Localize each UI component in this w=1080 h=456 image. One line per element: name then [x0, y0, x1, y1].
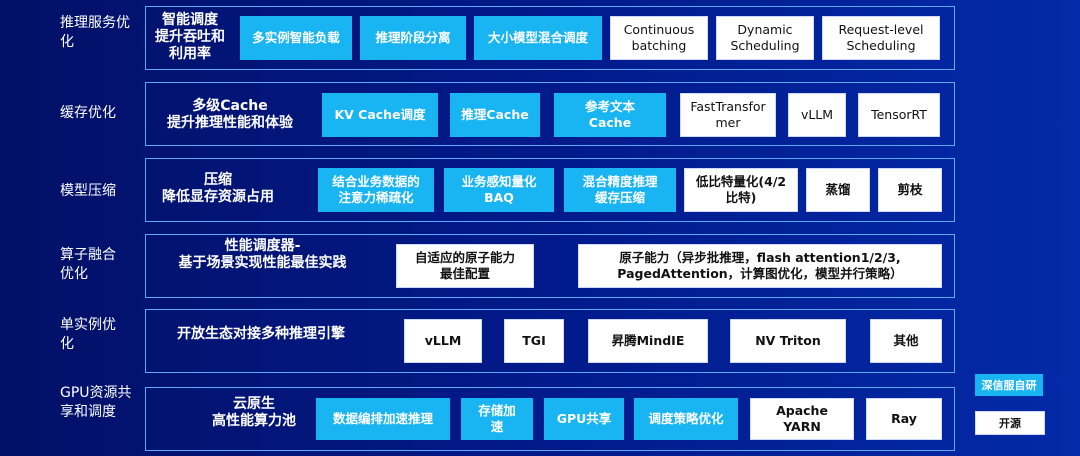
box-fasttransformer: FastTransfor mer — [680, 93, 776, 137]
row-title-gpu-sharing: 云原生 高性能算力池 — [212, 396, 296, 429]
box-tgi: TGI — [504, 319, 564, 363]
box-nv-triton: NV Triton — [730, 319, 846, 363]
row-label-single-instance: 单实例优 化 — [60, 317, 116, 352]
row-label-inference-service: 推理服务优化 — [60, 15, 130, 50]
row-label-gpu-sharing: GPU资源共 享和调度 — [60, 385, 132, 420]
box-kv-cache-scheduling: KV Cache调度 — [322, 93, 438, 137]
box-multi-instance-load: 多实例智能负载 — [240, 16, 352, 60]
box-reference-text-cache: 参考文本 Cache — [554, 93, 666, 137]
box-apache-yarn: Apache YARN — [750, 398, 854, 440]
box-scheduling-policy: 调度策略优化 — [634, 398, 738, 440]
box-storage-acceleration: 存储加 速 — [461, 398, 533, 440]
row-label-compression: 模型压缩 — [60, 183, 116, 199]
box-gpu-sharing: GPU共享 — [544, 398, 624, 440]
box-mixed-precision: 混合精度推理 缓存压缩 — [564, 168, 676, 212]
box-vllm-cache: vLLM — [788, 93, 846, 137]
legend-open-source: 开源 — [975, 411, 1045, 435]
box-request-level-scheduling: Request-level Scheduling — [822, 16, 940, 60]
box-inference-cache: 推理Cache — [450, 93, 540, 137]
box-data-orchestration: 数据编排加速推理 — [316, 398, 450, 440]
box-ray: Ray — [866, 398, 942, 440]
row-frame-inference-service — [145, 6, 955, 70]
row-title-inference-service: 智能调度 提升吞吐和 利用率 — [155, 12, 225, 62]
box-atomic-capabilities: 原子能力（异步批推理，flash attention1/2/3, PagedAt… — [578, 244, 942, 288]
box-mindie: 昇腾MindIE — [588, 319, 708, 363]
row-title-cache: 多级Cache 提升推理性能和体验 — [167, 98, 293, 131]
row-title-compression: 压缩 降低显存资源占用 — [162, 172, 274, 205]
box-baq-quantization: 业务感知量化 BAQ — [444, 168, 554, 212]
row-frame-cache — [145, 82, 955, 146]
legend-proprietary: 深信服自研 — [975, 374, 1043, 396]
row-frame-compression — [145, 158, 955, 222]
box-sparse-attention: 结合业务数据的 注意力稀疏化 — [318, 168, 434, 212]
row-frame-operator-fusion — [145, 234, 955, 298]
box-adaptive-config: 自适应的原子能力 最佳配置 — [396, 244, 534, 288]
box-distillation: 蒸馏 — [806, 168, 870, 212]
row-frame-single-instance — [145, 309, 955, 373]
box-low-bit-quantization: 低比特量化(4/2 比特) — [684, 168, 798, 212]
row-frame-gpu-sharing — [145, 387, 955, 451]
row-label-cache: 缓存优化 — [60, 105, 116, 121]
box-vllm-engine: vLLM — [404, 319, 482, 363]
box-others: 其他 — [870, 319, 942, 363]
box-pruning: 剪枝 — [878, 168, 942, 212]
box-dynamic-scheduling: Dynamic Scheduling — [716, 16, 814, 60]
row-label-operator-fusion: 算子融合 优化 — [60, 247, 116, 282]
box-continuous-batching: Continuous batching — [610, 16, 708, 60]
box-model-mix-scheduling: 大小模型混合调度 — [474, 16, 602, 60]
box-tensorrt: TensorRT — [858, 93, 940, 137]
box-stage-separation: 推理阶段分离 — [360, 16, 466, 60]
row-title-operator-fusion: 性能调度器- 基于场景实现性能最佳实践 — [178, 238, 347, 271]
row-title-single-instance: 开放生态对接多种推理引擎 — [177, 326, 345, 342]
